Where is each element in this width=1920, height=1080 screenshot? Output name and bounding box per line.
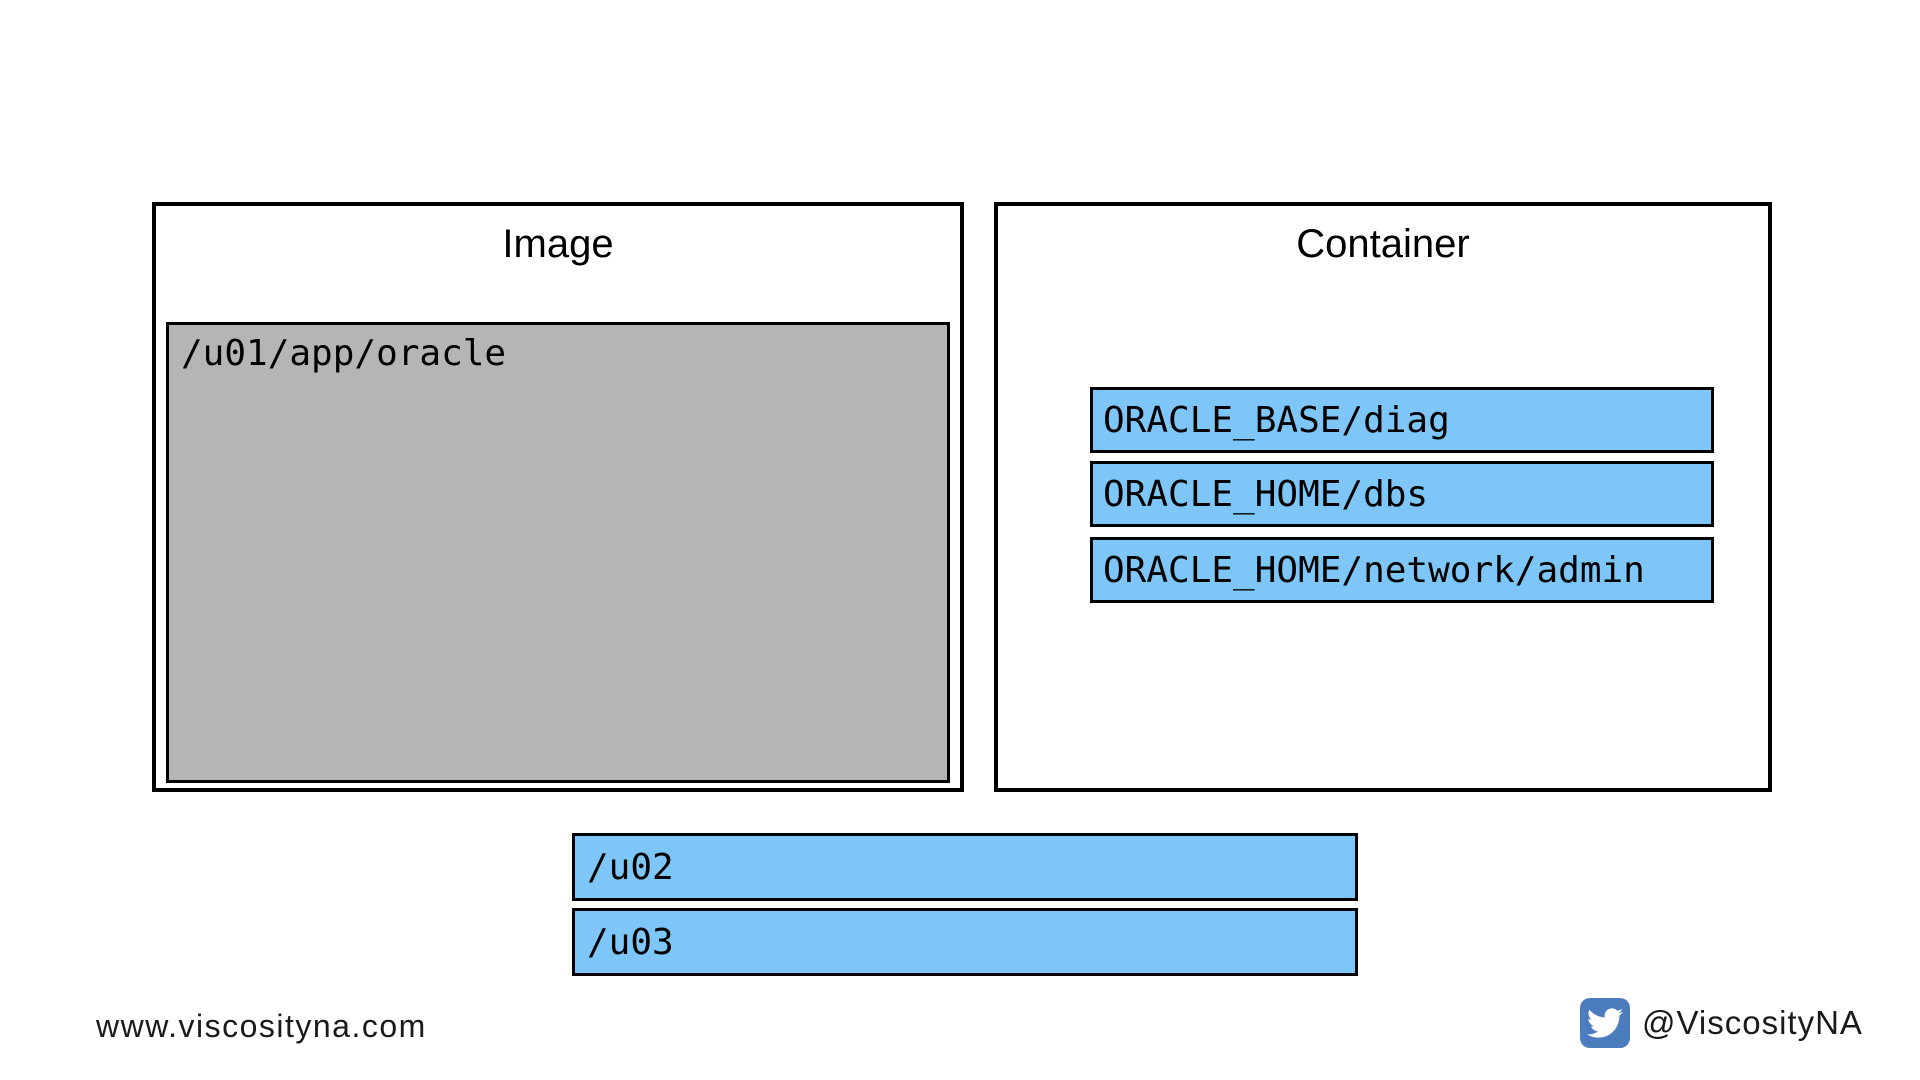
container-path-label: ORACLE_BASE/diag bbox=[1103, 399, 1450, 441]
image-volume-box: /u01/app/oracle bbox=[166, 322, 950, 783]
image-volume-label: /u01/app/oracle bbox=[181, 333, 507, 374]
container-path-label: ORACLE_HOME/dbs bbox=[1103, 473, 1429, 515]
container-path-label: ORACLE_HOME/network/admin bbox=[1103, 549, 1645, 591]
twitter-bird-icon bbox=[1580, 998, 1630, 1048]
image-box-title: Image bbox=[502, 222, 614, 266]
twitter-handle-text: @ViscosityNA bbox=[1642, 1004, 1863, 1041]
container-box: Container ORACLE_BASE/diag ORACLE_HOME/d… bbox=[994, 202, 1772, 792]
footer-website-text: www.viscosityna.com bbox=[96, 1008, 427, 1044]
volume-bar-u02: /u02 bbox=[572, 833, 1358, 901]
footer-twitter: @ViscosityNA bbox=[1580, 998, 1863, 1048]
container-path-oracle-home-network-admin: ORACLE_HOME/network/admin bbox=[1090, 537, 1714, 603]
image-box: Image /u01/app/oracle bbox=[152, 202, 964, 792]
volume-bar-label: /u02 bbox=[587, 846, 674, 888]
volume-bar-u03: /u03 bbox=[572, 908, 1358, 976]
container-path-oracle-home-dbs: ORACLE_HOME/dbs bbox=[1090, 461, 1714, 527]
volume-bar-label: /u03 bbox=[587, 921, 674, 963]
container-path-oracle-base-diag: ORACLE_BASE/diag bbox=[1090, 387, 1714, 453]
container-box-title: Container bbox=[1296, 222, 1470, 266]
